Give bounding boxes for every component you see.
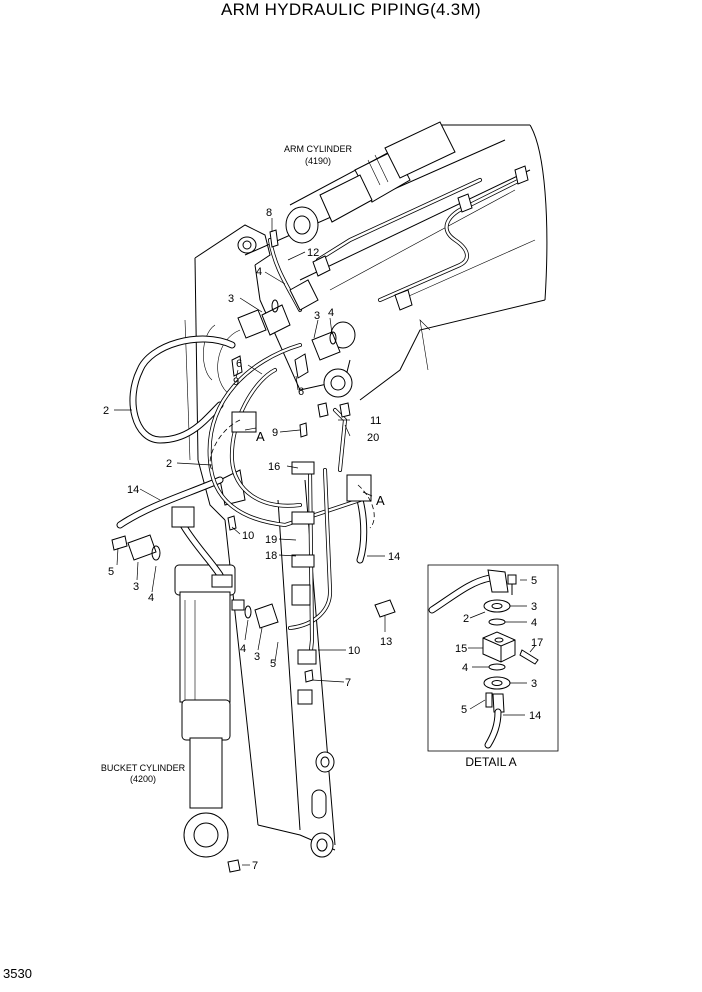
page-title: ARM HYDRAULIC PIPING(4.3M) (220, 0, 481, 19)
detail-callout-2: 2 (463, 613, 469, 625)
callout-A-left: A (256, 429, 265, 444)
main-callouts: 8 12 4 3 3 4 6 9 6 2 A 9 11 20 2 16 A 14… (103, 207, 400, 872)
arm-cylinder-code: (4190) (305, 156, 331, 166)
callout-13: 13 (380, 636, 392, 648)
callout-A-right: A (376, 493, 385, 508)
callout-18: 18 (265, 550, 277, 562)
detail-a-title: DETAIL A (465, 755, 516, 769)
callout-16: 16 (268, 461, 280, 473)
cylinder-labels: ARM CYLINDER (4190) BUCKET CYLINDER (420… (101, 144, 353, 784)
callout-3-lower: 3 (254, 651, 260, 663)
callout-9-lower: 9 (272, 427, 278, 439)
callout-10-upper: 10 (242, 530, 254, 542)
callout-19: 19 (265, 534, 277, 546)
callout-14-right: 14 (388, 551, 400, 563)
detail-callout-3-bottom: 3 (531, 678, 537, 690)
arm-cylinder (285, 121, 456, 244)
callout-3-upper-right: 3 (314, 310, 320, 322)
callout-3-upper-left: 3 (228, 293, 234, 305)
callout-2-middle: 2 (166, 458, 172, 470)
page-number: 3530 (3, 966, 32, 981)
callout-4-upper: 4 (256, 266, 262, 278)
leader-lines (114, 218, 386, 866)
callout-12: 12 (307, 247, 319, 259)
callout-4-left: 4 (148, 592, 154, 604)
callout-5-lower: 5 (270, 658, 276, 670)
callout-10-lower: 10 (348, 645, 360, 657)
detail-callout-17: 17 (531, 637, 543, 649)
callout-9-upper: 9 (233, 376, 239, 388)
bucket-cylinder (174, 564, 241, 873)
bucket-cylinder-code: (4200) (130, 774, 156, 784)
detail-a-panel: 5 2 3 4 15 17 4 3 5 14 DETAIL A (427, 564, 559, 769)
hoses (116, 335, 368, 579)
fittings (111, 165, 529, 705)
callout-11: 11 (370, 415, 381, 427)
callout-2-left: 2 (103, 405, 109, 417)
detail-callout-5-top: 5 (531, 575, 537, 587)
detail-callout-4-top: 4 (531, 617, 537, 629)
detail-callout-5-bottom: 5 (461, 704, 467, 716)
arm-cylinder-label: ARM CYLINDER (284, 144, 353, 154)
callout-6-right: 6 (298, 386, 304, 398)
callout-8: 8 (266, 207, 272, 219)
callout-14-left: 14 (127, 484, 139, 496)
callout-6-left: 6 (236, 358, 242, 370)
callout-20: 20 (367, 432, 379, 444)
callout-7-lower: 7 (252, 860, 258, 872)
pipes (207, 178, 522, 662)
detail-callout-15: 15 (455, 643, 467, 655)
callout-7-upper: 7 (345, 677, 351, 689)
callout-3-left: 3 (133, 581, 139, 593)
callout-4-upper-right: 4 (328, 307, 334, 319)
callout-5-left: 5 (108, 566, 114, 578)
detail-callout-14: 14 (529, 710, 541, 722)
detail-callout-4-bottom: 4 (462, 662, 468, 674)
detail-callout-3-top: 3 (531, 601, 537, 613)
callout-4-lower: 4 (240, 643, 246, 655)
bucket-cylinder-label: BUCKET CYLINDER (101, 763, 186, 773)
